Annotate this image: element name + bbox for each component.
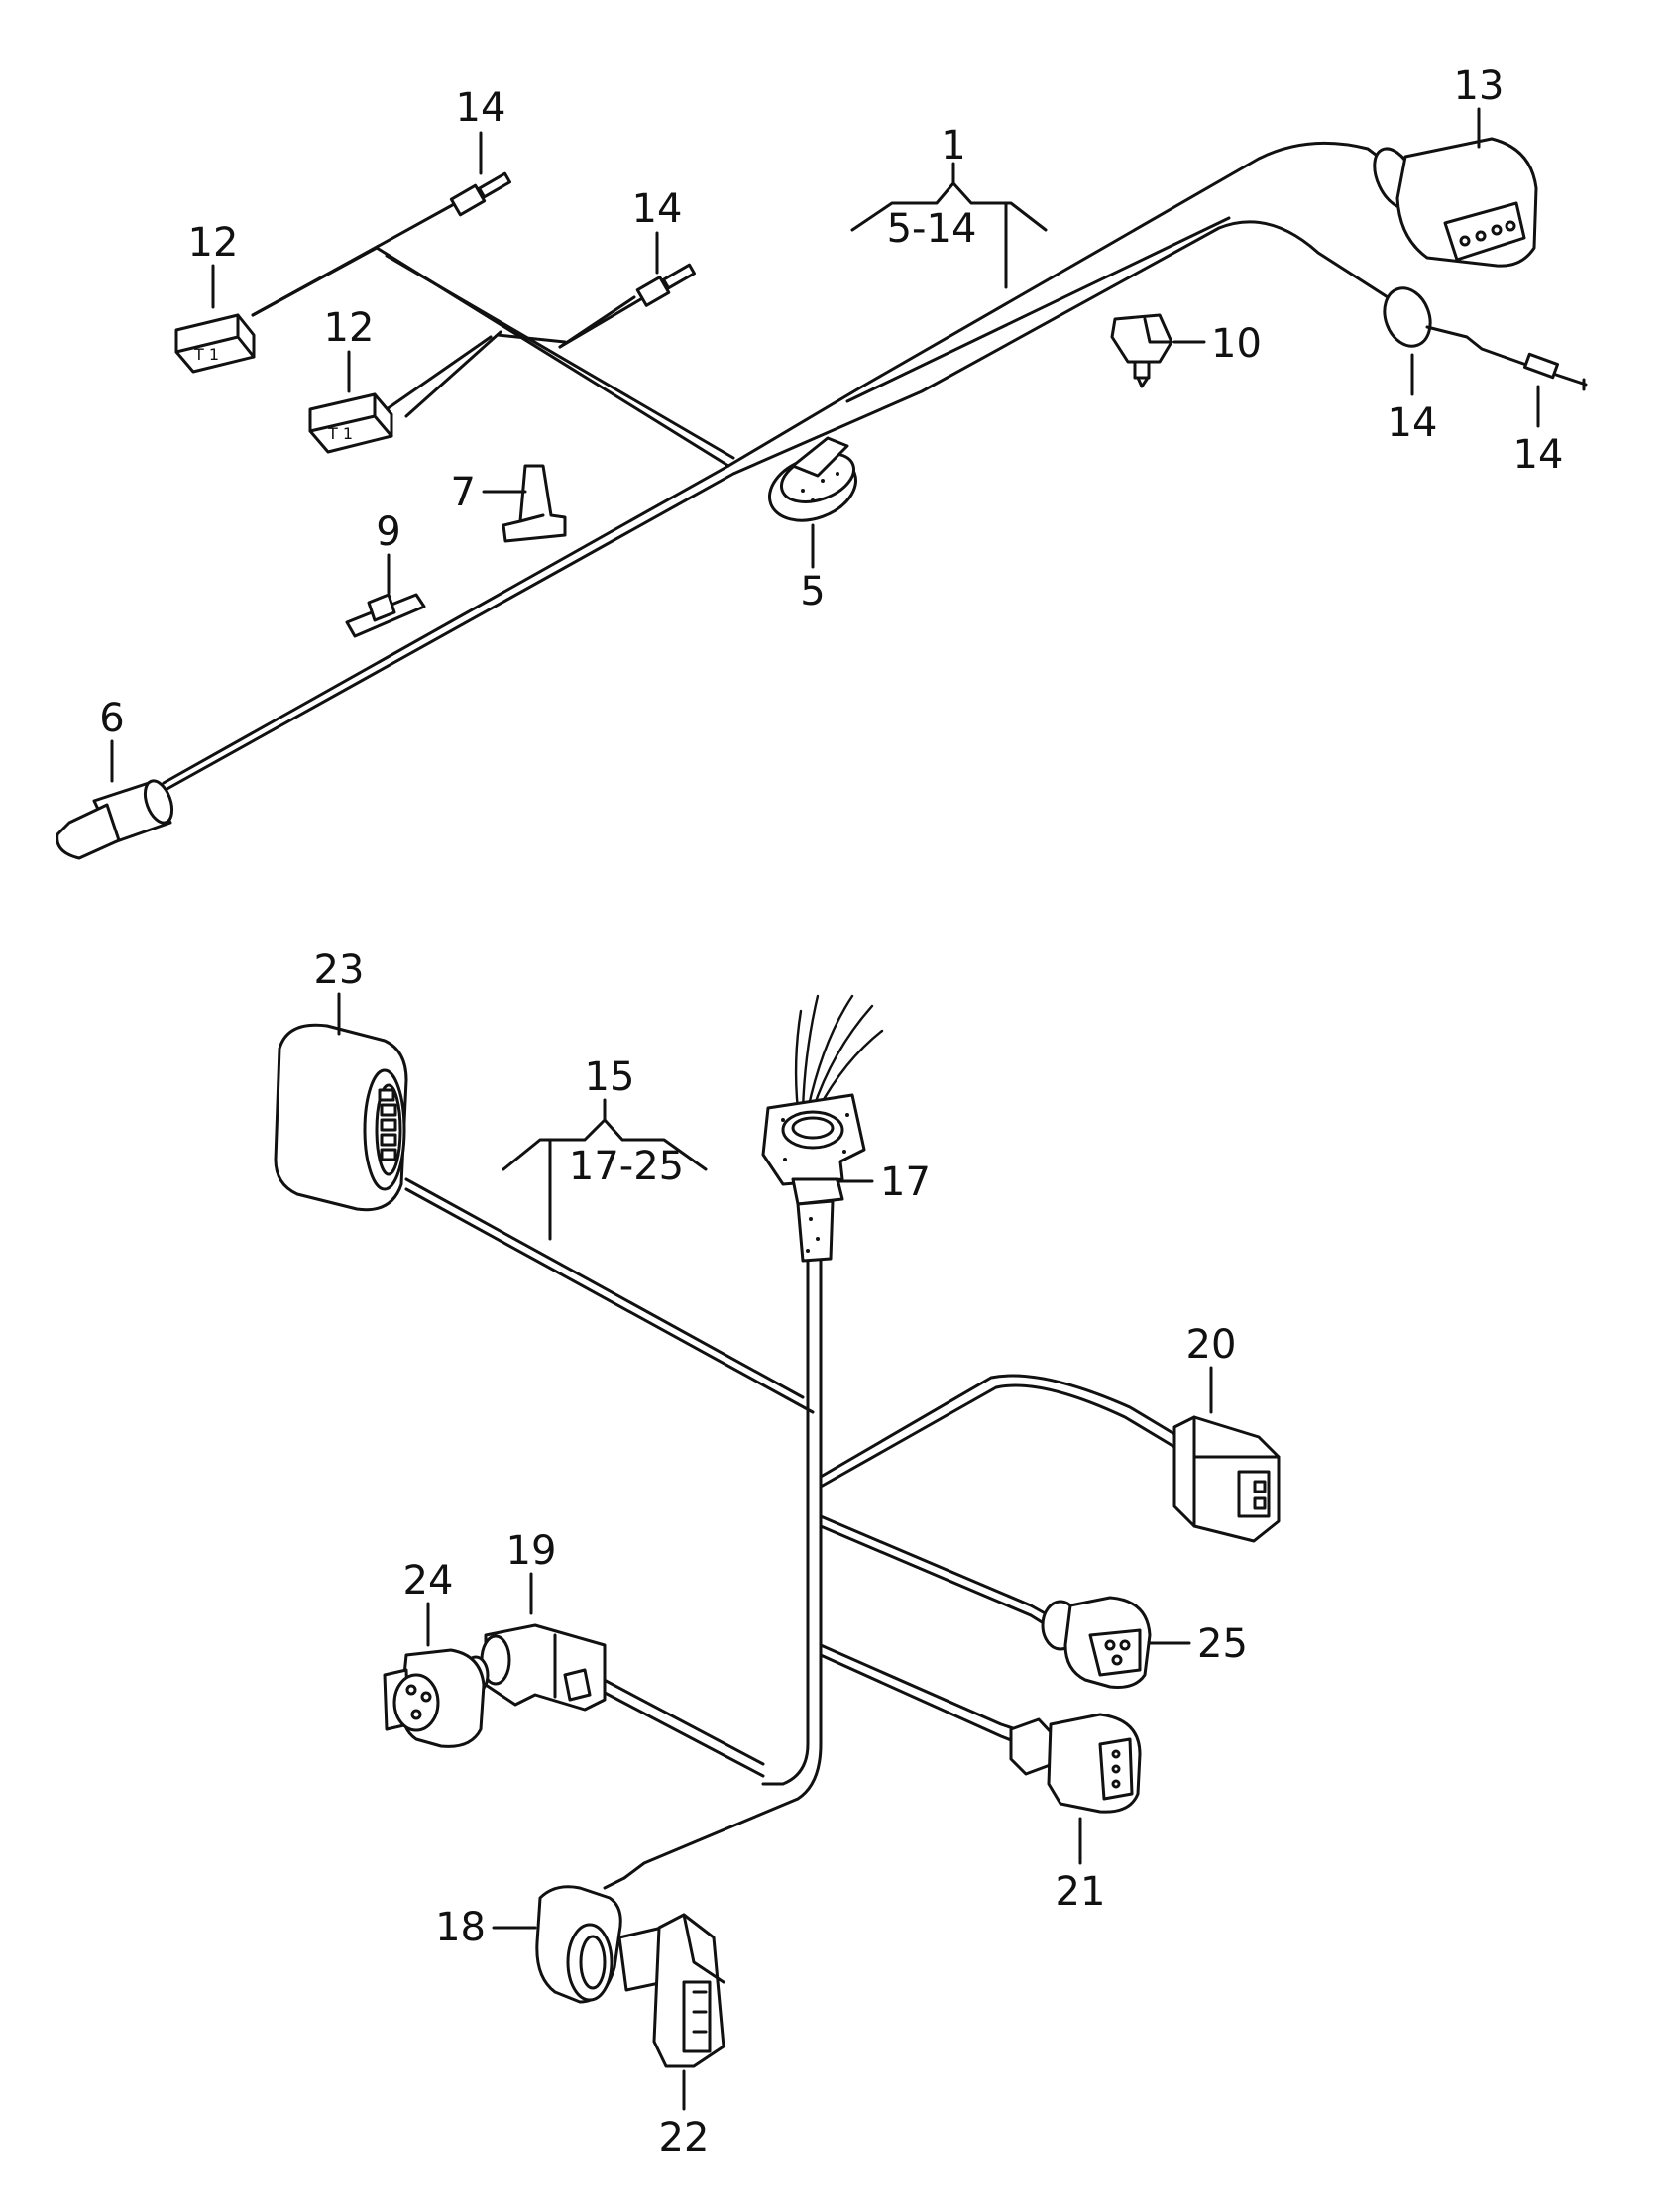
callout-14-d: 14 — [1513, 432, 1564, 478]
sensor-icon — [1110, 313, 1173, 364]
callout-14-c: 14 — [1388, 400, 1438, 446]
plug-icon — [1523, 352, 1559, 380]
connector-13 — [1373, 107, 1538, 268]
callout-labels: 14 14 12 12 1 5-14 13 10 14 14 7 9 5 6 2… — [99, 63, 1563, 2160]
callout-7: 7 — [451, 470, 476, 515]
callout-1-range: 5-14 — [887, 206, 977, 252]
clip-7 — [482, 464, 567, 543]
clip-icon — [502, 464, 567, 543]
callout-12-a: 12 — [188, 220, 239, 266]
callout-25: 25 — [1197, 1621, 1248, 1667]
grommet-icon — [1383, 286, 1432, 348]
connector-12b: T 1 — [308, 335, 493, 454]
callout-24: 24 — [403, 1558, 454, 1604]
grommet-5 — [767, 436, 858, 569]
branch-14-middle — [558, 231, 696, 349]
callout-6: 6 — [99, 696, 124, 741]
plug-icon — [449, 171, 511, 217]
callout-9: 9 — [376, 509, 400, 555]
callout-10: 10 — [1211, 321, 1262, 367]
callout-12-b: 12 — [324, 305, 375, 351]
harness-upper — [117, 141, 1390, 800]
connector-24 — [383, 1602, 490, 1748]
callout-13: 13 — [1454, 63, 1505, 109]
svg-text:T 1: T 1 — [327, 424, 353, 443]
callout-19: 19 — [506, 1528, 557, 1574]
callout-22: 22 — [659, 2115, 710, 2160]
connector-21 — [1009, 1713, 1142, 1865]
callout-1: 1 — [941, 123, 965, 168]
sensor-10 — [1110, 313, 1206, 388]
harness-upper-inner — [845, 216, 1231, 403]
svg-text:T 1: T 1 — [193, 345, 219, 364]
plug-icon — [635, 263, 696, 307]
callout-21: 21 — [1056, 1869, 1106, 1915]
harness-upper-trunk-b — [162, 220, 1390, 793]
callout-15-range: 17-25 — [569, 1144, 684, 1189]
clamp-18 — [492, 1885, 622, 2004]
callout-17: 17 — [880, 1160, 931, 1205]
callout-18: 18 — [435, 1905, 486, 1950]
branch-14-left — [251, 131, 511, 317]
connector-22 — [617, 1913, 725, 2111]
connector-25 — [1041, 1596, 1191, 1689]
plug-14-right — [1383, 286, 1588, 428]
connector-23 — [274, 992, 408, 1212]
connector-20 — [1172, 1366, 1281, 1543]
callout-5: 5 — [800, 569, 825, 614]
callout-20: 20 — [1186, 1322, 1237, 1368]
grommet-17 — [761, 994, 884, 1263]
bracket-15 — [502, 1098, 708, 1241]
connector-12a: T 1 — [174, 264, 256, 374]
sensor-6 — [56, 739, 174, 860]
bracket-1 — [850, 162, 1048, 289]
harness-upper-trunk-a — [162, 141, 1390, 785]
callout-15: 15 — [585, 1054, 635, 1100]
callout-14-b: 14 — [632, 186, 683, 232]
callout-14-a: 14 — [456, 85, 506, 131]
harness-lower — [404, 1177, 1181, 1890]
callout-23: 23 — [314, 947, 365, 993]
elbow-19 — [480, 1572, 607, 1712]
clip-9 — [345, 553, 426, 638]
